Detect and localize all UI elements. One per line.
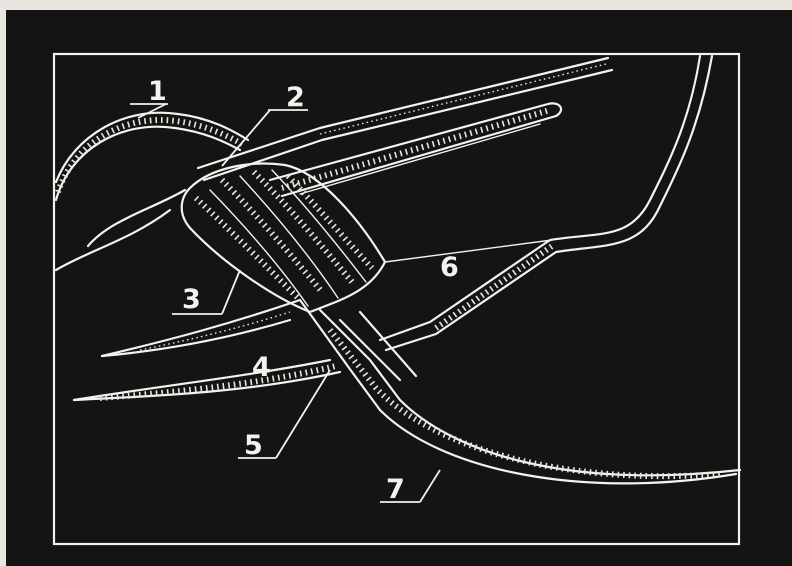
label-5: 5 — [244, 430, 263, 461]
label-1: 1 — [148, 76, 167, 107]
label-7: 7 — [386, 474, 405, 505]
label-3: 3 — [182, 284, 201, 315]
label-2: 2 — [286, 82, 305, 113]
label-6: 6 — [440, 252, 459, 283]
label-4: 4 — [252, 352, 271, 383]
